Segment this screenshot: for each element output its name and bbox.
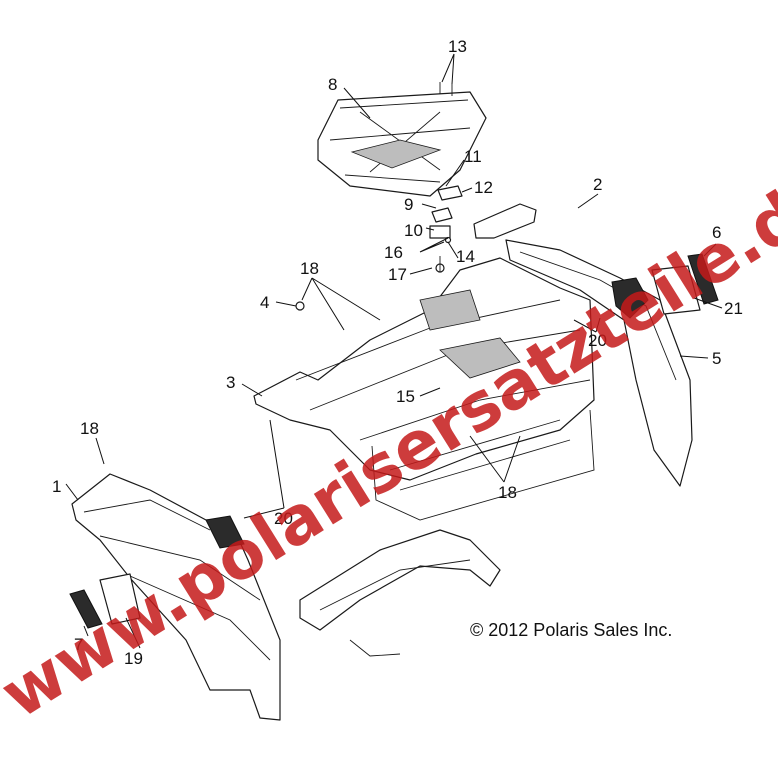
callout-7: 7: [74, 635, 83, 654]
callout-10: 10: [404, 221, 423, 240]
callout-2: 2: [593, 175, 602, 194]
part-19-pad: [99, 573, 141, 625]
callout-15: 15: [396, 387, 415, 406]
callout-18-top: 18: [300, 259, 319, 278]
part-7-vent-grille: [69, 589, 103, 629]
part-1-left-side-panel: [71, 473, 281, 721]
part-6-vent-grille: [687, 253, 719, 305]
part-5-right-side-panel: [505, 239, 693, 487]
callout-8: 8: [328, 75, 337, 94]
callout-19: 19: [124, 649, 143, 668]
copyright-notice: © 2012 Polaris Sales Inc.: [470, 620, 673, 640]
part-21-pad: [651, 265, 701, 315]
callout-3: 3: [226, 373, 235, 392]
part-8-cover-panel: [317, 91, 487, 197]
callout-11: 11: [464, 147, 482, 166]
part-2-bracket: [473, 203, 537, 239]
callout-16: 16: [384, 243, 403, 262]
callout-labels: 1 2 3 4 5 6 7 8 9 10 11 12 13 14 15 16 1…: [52, 37, 743, 668]
callout-4: 4: [260, 293, 269, 312]
callout-14: 14: [456, 247, 475, 266]
callout-5: 5: [712, 349, 721, 368]
callout-20-left: 20: [274, 509, 293, 528]
callout-20-right: 20: [588, 331, 607, 350]
leader-lines: [65, 53, 723, 649]
callout-6: 6: [712, 223, 721, 242]
callout-18-bottom: 18: [498, 483, 517, 502]
part-4-clip: [295, 301, 305, 311]
callout-12: 12: [474, 178, 493, 197]
frame-cross-member: [299, 529, 501, 657]
callout-1: 1: [52, 477, 61, 496]
callout-21: 21: [724, 299, 743, 318]
part-3-cargo-box: [253, 257, 595, 521]
callout-13: 13: [448, 37, 467, 56]
callout-18-left: 18: [80, 419, 99, 438]
callout-17: 17: [388, 265, 407, 284]
callout-9: 9: [404, 195, 413, 214]
